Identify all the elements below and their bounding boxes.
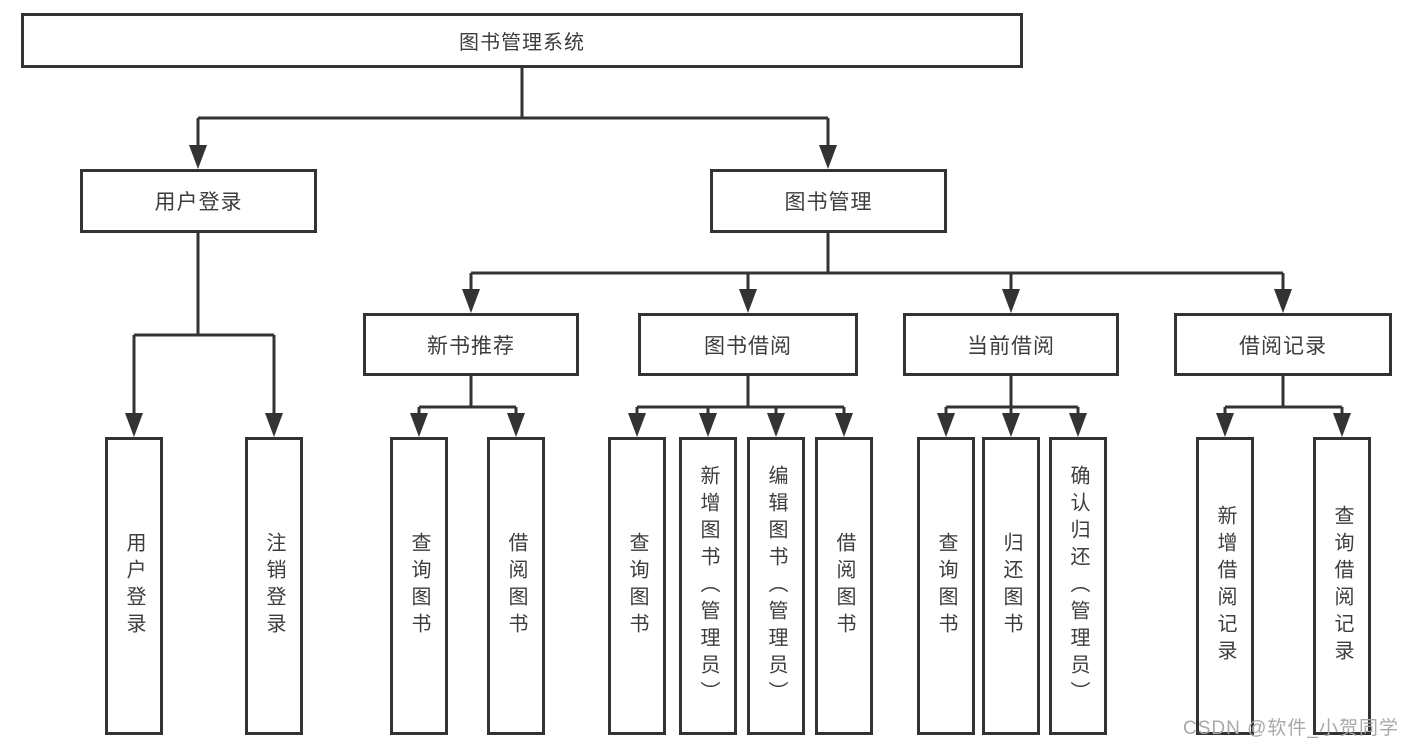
connector-book-management-children	[469, 233, 1285, 306]
leaf-cb-query-books-label: 查询图书	[935, 532, 957, 640]
leaf-br-add-record-label: 新增借阅记录	[1214, 505, 1236, 667]
csdn-watermark: CSDN @软件_小贺同学	[1183, 718, 1399, 739]
leaf-cb-confirm-return-admin: 确认归还（管理员）	[1049, 437, 1107, 735]
leaf-bb-add-books-admin: 新增图书（管理员）	[679, 437, 737, 735]
leaf-cb-return-books: 归还图书	[982, 437, 1040, 735]
leaf-bb-query-books-label: 查询图书	[626, 532, 648, 640]
leaf-bb-edit-books-admin-label: 编辑图书（管理员）	[765, 464, 787, 708]
leaf-nb-borrow-books-label: 借阅图书	[505, 532, 527, 640]
connector-root-to-level2	[196, 68, 830, 160]
leaf-bb-query-books: 查询图书	[608, 437, 666, 735]
node-book-borrowing: 图书借阅	[638, 313, 858, 376]
leaf-bb-edit-books-admin: 编辑图书（管理员）	[747, 437, 805, 735]
arrowheads	[125, 145, 1351, 437]
leaf-nb-query-books-label: 查询图书	[408, 532, 430, 640]
leaf-br-query-record-label: 查询借阅记录	[1331, 505, 1353, 667]
leaf-cb-confirm-return-admin-label: 确认归还（管理员）	[1067, 464, 1089, 708]
node-new-book-recommendation: 新书推荐	[363, 313, 579, 376]
node-current-borrowing: 当前借阅	[903, 313, 1119, 376]
node-user-login: 用户登录	[80, 169, 317, 233]
leaf-user-login-label: 用户登录	[123, 532, 145, 640]
leaf-cb-return-books-label: 归还图书	[1000, 532, 1022, 640]
leaf-logout-label: 注销登录	[263, 532, 285, 640]
leaf-user-login: 用户登录	[105, 437, 163, 735]
connector-borrow-records-children	[1223, 376, 1344, 430]
leaf-bb-borrow-books: 借阅图书	[815, 437, 873, 735]
node-library-management-system: 图书管理系统	[21, 13, 1023, 68]
leaf-logout: 注销登录	[245, 437, 303, 735]
connector-user-login-children	[132, 233, 276, 430]
leaf-bb-add-books-admin-label: 新增图书（管理员）	[697, 464, 719, 708]
leaf-br-query-record: 查询借阅记录	[1313, 437, 1371, 735]
node-book-management: 图书管理	[710, 169, 947, 233]
leaf-bb-borrow-books-label: 借阅图书	[833, 532, 855, 640]
leaf-nb-borrow-books: 借阅图书	[487, 437, 545, 735]
leaf-nb-query-books: 查询图书	[390, 437, 448, 735]
connector-book-borrow-children	[635, 376, 846, 430]
node-borrowing-records: 借阅记录	[1174, 313, 1392, 376]
connector-new-books-children	[417, 376, 518, 430]
leaf-cb-query-books: 查询图书	[917, 437, 975, 735]
leaf-br-add-record: 新增借阅记录	[1196, 437, 1254, 735]
